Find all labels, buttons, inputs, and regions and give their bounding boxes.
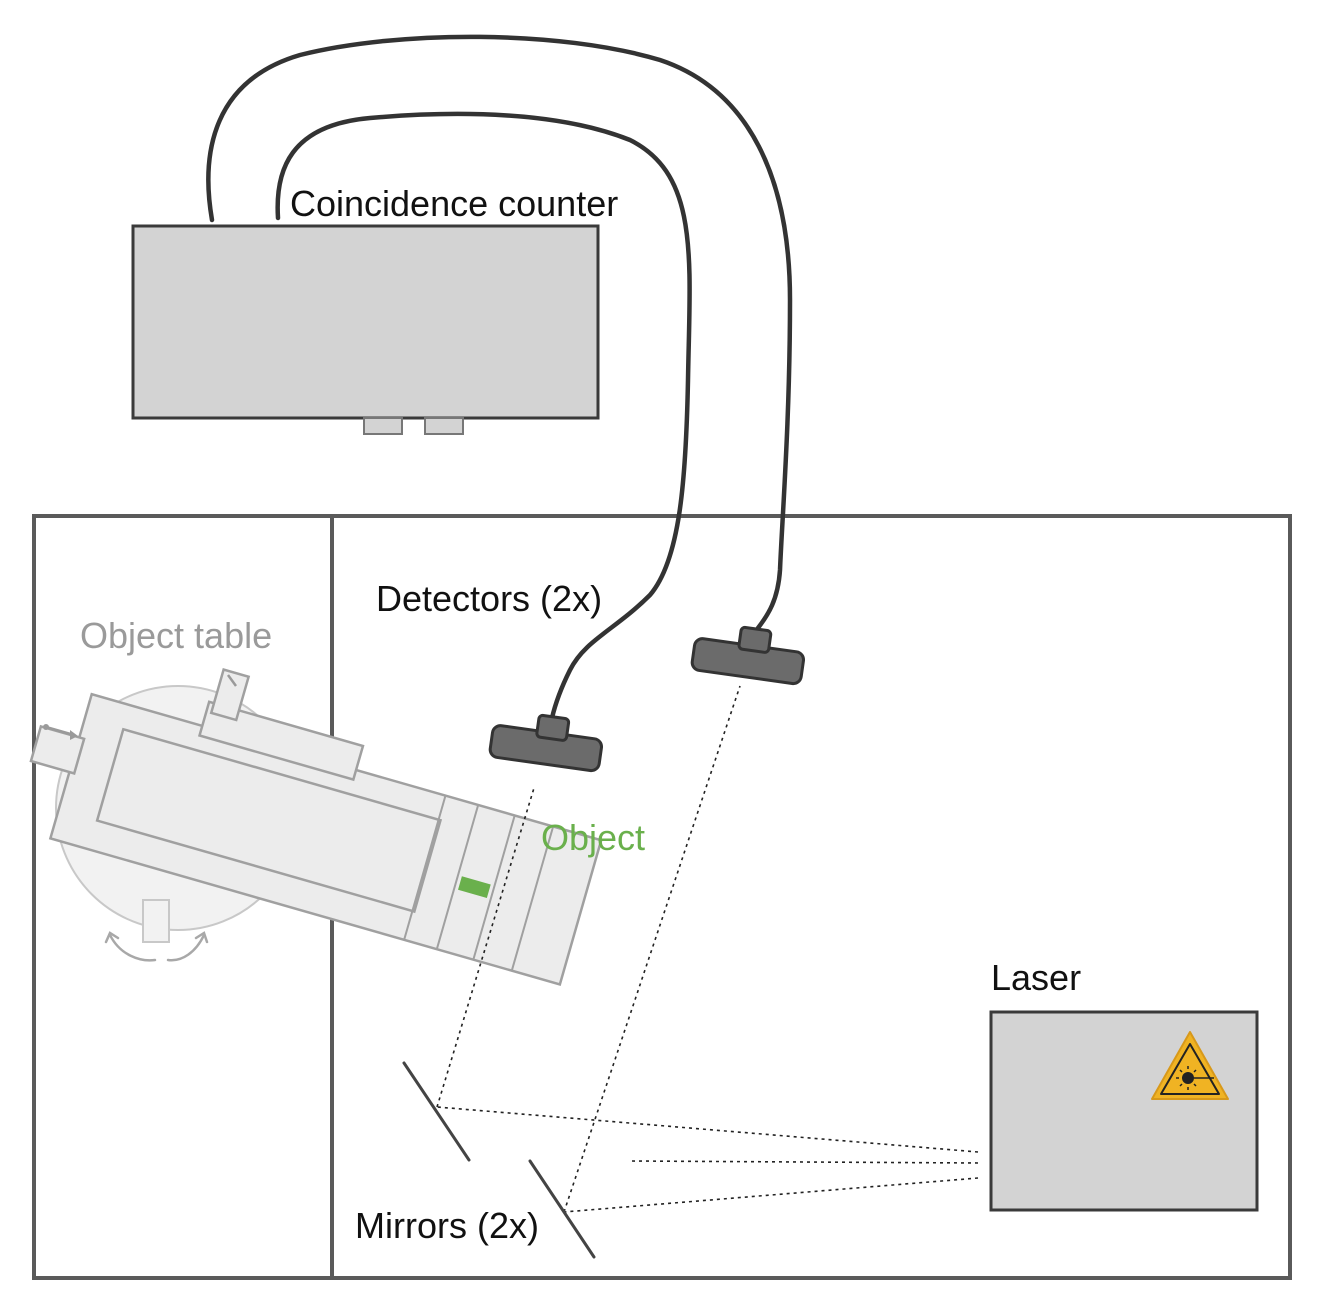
rail-slot-3 xyxy=(472,815,516,960)
detector-right-cap xyxy=(737,625,773,654)
beam-laser-to-mirror2 xyxy=(563,1177,979,1213)
rotate-arrow-head-left xyxy=(104,931,120,944)
detector-cable-right xyxy=(206,34,793,631)
counter-port-left xyxy=(363,417,403,435)
detector-left-cap xyxy=(535,713,571,742)
mirror-2 xyxy=(528,1159,596,1259)
rotate-arrow-icon xyxy=(108,933,206,962)
label-coincidence-counter: Coincidence counter xyxy=(290,183,618,224)
label-laser: Laser xyxy=(991,957,1081,998)
rail-slot-2 xyxy=(435,804,480,950)
translate-arrow-head xyxy=(70,730,78,740)
optical-table-frame xyxy=(32,514,1292,1280)
rail-slot-4 xyxy=(510,826,555,971)
detector-left xyxy=(488,713,604,773)
coincidence-counter xyxy=(131,224,600,435)
stage-knob-bottom xyxy=(142,899,170,943)
mirror-1 xyxy=(402,1061,471,1162)
object-marker xyxy=(458,876,491,898)
coincidence-counter-box xyxy=(131,224,600,420)
object-table xyxy=(29,668,603,987)
object-rail-inner xyxy=(95,727,443,914)
beam-laser-to-mirror1 xyxy=(436,1106,979,1153)
laser-warning-icon xyxy=(1151,1031,1229,1100)
beam-mirror2-to-detector2 xyxy=(563,685,741,1213)
detector-right xyxy=(690,625,806,686)
rail-knob-left xyxy=(29,724,86,775)
rail-slider xyxy=(197,700,365,782)
rail-slot-1 xyxy=(403,795,447,941)
detector-cable-left xyxy=(275,111,692,721)
label-mirrors: Mirrors (2x) xyxy=(355,1205,539,1246)
beam-laser-center xyxy=(629,1160,979,1164)
translate-arrow-icon xyxy=(45,725,75,737)
tilt-arrow-icon xyxy=(226,674,238,687)
rail-knob-top xyxy=(209,668,251,722)
label-detectors: Detectors (2x) xyxy=(376,578,602,619)
label-object: Object xyxy=(541,817,645,858)
label-object-table: Object table xyxy=(80,615,272,656)
laser-box xyxy=(989,1010,1259,1212)
counter-port-right xyxy=(424,417,464,435)
laser xyxy=(989,1010,1259,1212)
translate-arrow-end-left xyxy=(43,724,49,730)
rotate-arrow-head-right xyxy=(194,931,209,944)
